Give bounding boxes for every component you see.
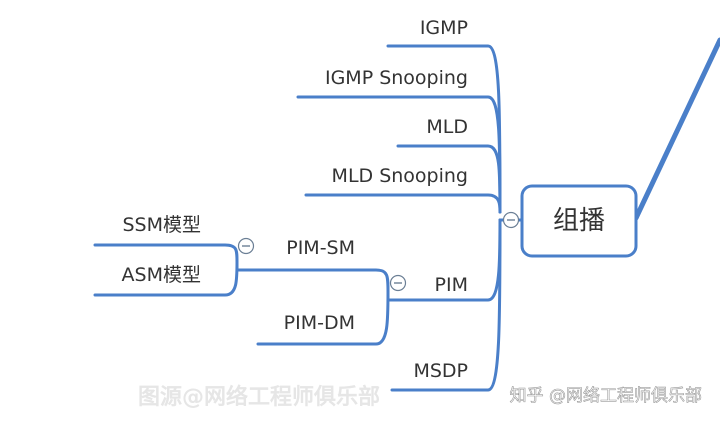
root-node-label: 组播 xyxy=(553,206,605,236)
node-mld-snooping[interactable]: MLD Snooping xyxy=(332,165,468,187)
pim-sm-branch-lines xyxy=(93,243,260,297)
pim-branch-lines xyxy=(256,268,410,346)
node-igmp[interactable]: IGMP xyxy=(420,17,468,39)
branch-line-mld xyxy=(396,144,502,214)
branch-line-pim-sm xyxy=(256,268,390,294)
pim-connector-line xyxy=(386,290,410,302)
branch-line-msdp xyxy=(390,218,502,392)
node-mld[interactable]: MLD xyxy=(426,116,468,138)
node-pim-sm[interactable]: PIM-SM xyxy=(286,237,355,259)
node-ssm-model[interactable]: SSM模型 xyxy=(122,214,201,236)
watermark-left: 图源@网络工程师俱乐部 xyxy=(138,384,380,410)
main-branch-lines xyxy=(296,44,524,392)
node-igmp-snooping[interactable]: IGMP Snooping xyxy=(325,67,468,89)
parent-connector-line xyxy=(633,37,720,221)
collapse-toggle-root[interactable] xyxy=(502,211,520,229)
watermark-right: 知乎 @网络工程师俱乐部 xyxy=(510,386,702,406)
pim-sm-connector-line xyxy=(235,260,260,272)
node-asm-model[interactable]: ASM模型 xyxy=(122,264,201,286)
collapse-toggle-pim-sm[interactable] xyxy=(237,237,255,255)
branch-line-ssm xyxy=(93,243,239,264)
node-msdp[interactable]: MSDP xyxy=(413,360,468,382)
node-pim[interactable]: PIM xyxy=(435,274,468,296)
root-node[interactable] xyxy=(520,184,638,258)
node-pim-dm[interactable]: PIM-DM xyxy=(284,312,355,334)
collapse-toggle-pim[interactable] xyxy=(389,274,407,292)
branch-line-mld-snooping xyxy=(304,193,502,214)
